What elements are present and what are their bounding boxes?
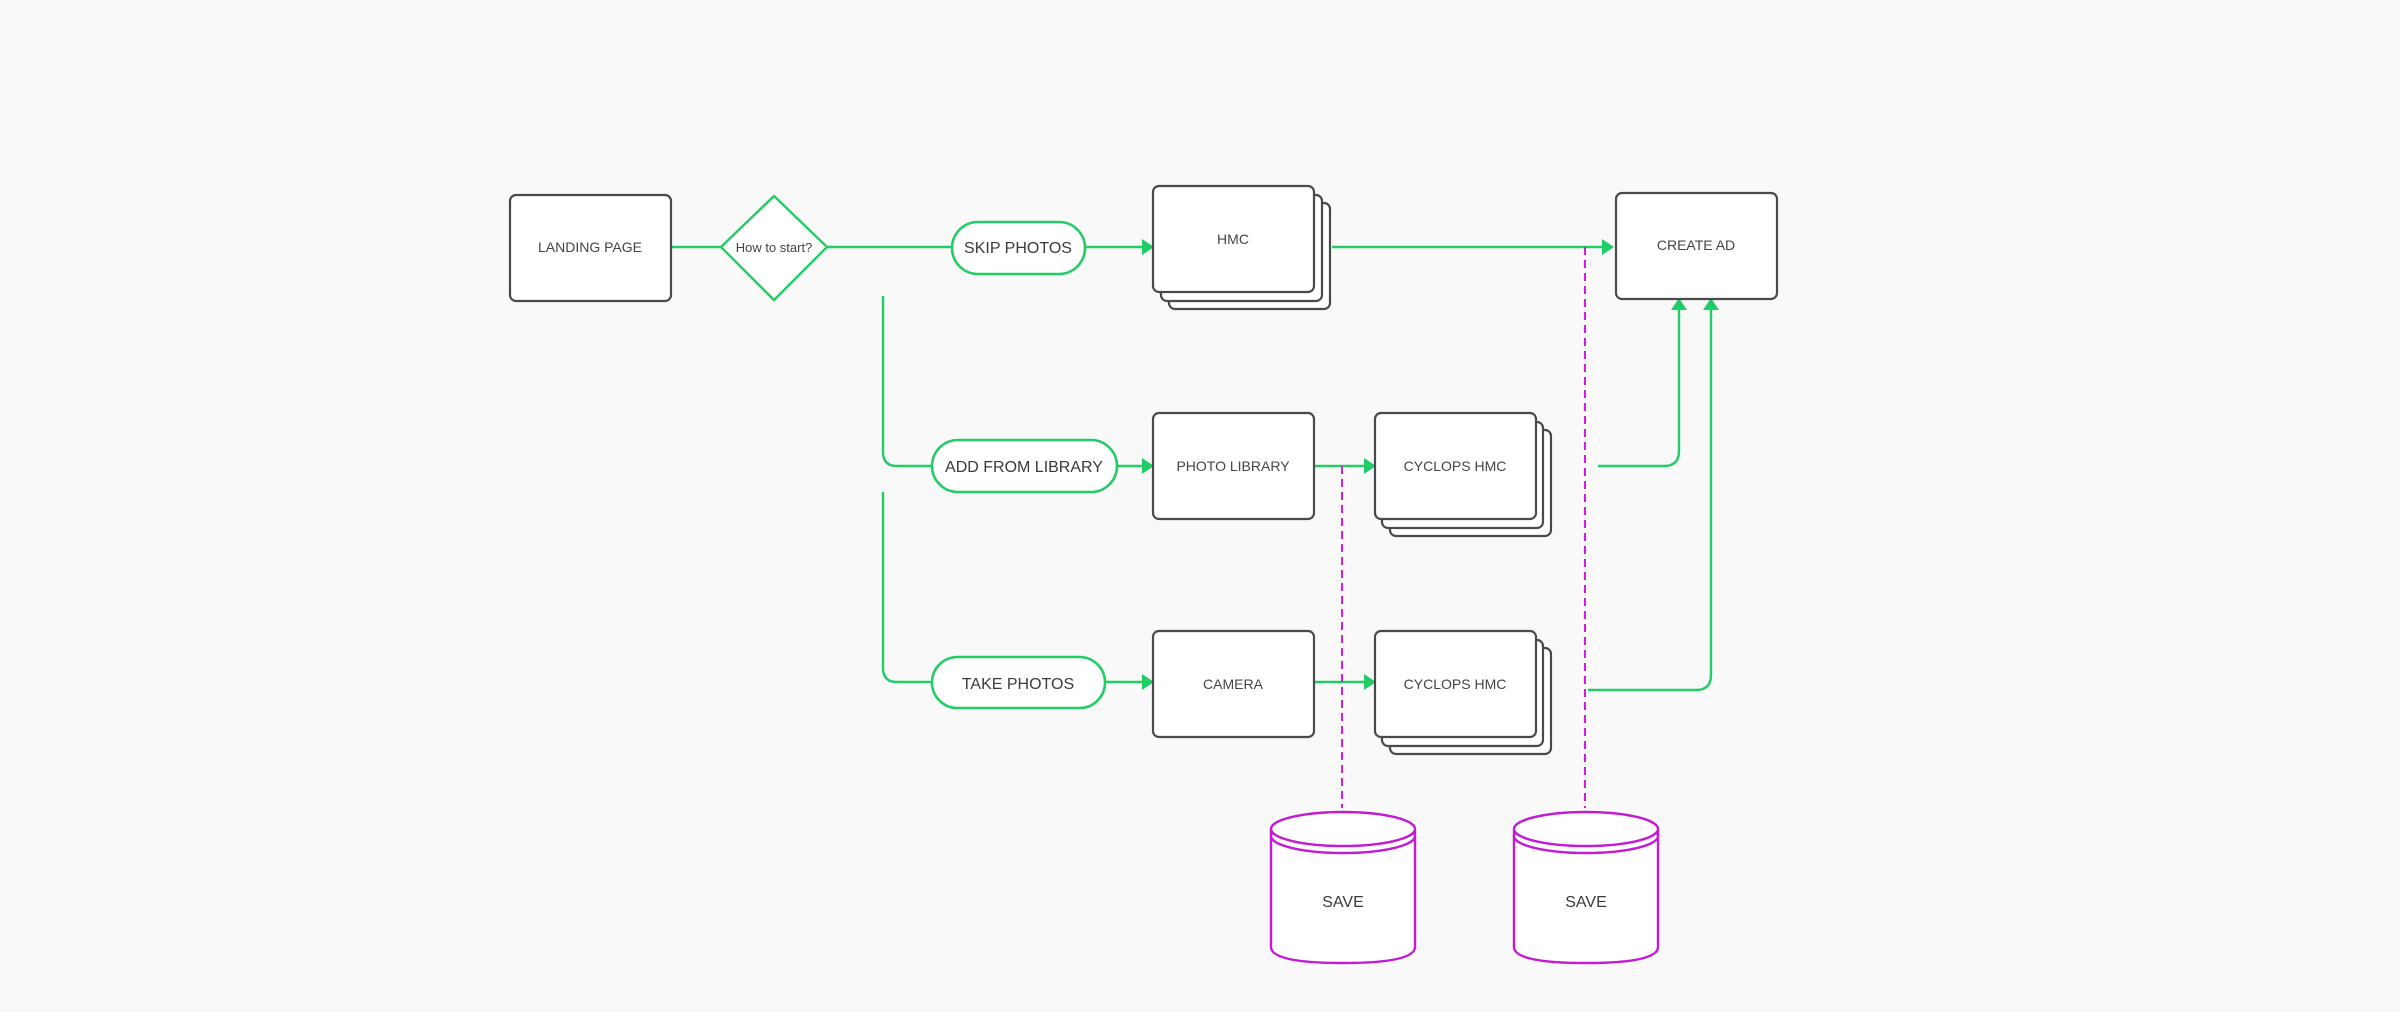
connector-cyclops2-to-create-ad	[1588, 310, 1713, 692]
cyclops-hmc-1-label: CYCLOPS HMC	[1404, 458, 1507, 474]
add-from-library-label: ADD FROM LIBRARY	[945, 459, 1103, 476]
take-photos-pill: TAKE PHOTOS	[930, 655, 1107, 710]
save-2-label: SAVE	[1565, 894, 1607, 911]
cyclops-hmc-2-label: CYCLOPS HMC	[1404, 676, 1507, 692]
save-database-1: SAVE	[1269, 810, 1417, 965]
arrow-cyclops2	[1364, 674, 1376, 690]
add-from-library-pill: ADD FROM LIBRARY	[930, 438, 1119, 494]
save-database-2: SAVE	[1512, 810, 1660, 965]
landing-page-label: LANDING PAGE	[538, 239, 642, 255]
decision-label: How to start?	[736, 240, 813, 255]
cyclops-hmc-node-2: CYCLOPS HMC	[1373, 629, 1553, 756]
connector-decision-to-library	[881, 296, 932, 468]
arrow-camera	[1142, 674, 1154, 690]
decision-node: How to start?	[719, 194, 829, 302]
arrow-cyclops1	[1364, 458, 1376, 474]
hmc-label: HMC	[1217, 231, 1249, 247]
connector-decision-to-take	[881, 492, 932, 684]
cyclops-hmc-node-1: CYCLOPS HMC	[1373, 411, 1553, 538]
camera-label: CAMERA	[1203, 676, 1264, 692]
arrow-hmc	[1142, 239, 1154, 255]
connector-cyclops1-to-create-ad	[1598, 310, 1681, 468]
save-1-label: SAVE	[1322, 894, 1364, 911]
save-links	[1341, 247, 1586, 808]
skip-photos-label: SKIP PHOTOS	[964, 240, 1072, 257]
hmc-node: HMC	[1151, 184, 1332, 311]
flow-connectors	[672, 245, 1713, 692]
take-photos-label: TAKE PHOTOS	[962, 676, 1074, 693]
skip-photos-pill: SKIP PHOTOS	[950, 220, 1087, 276]
photo-library-label: PHOTO LIBRARY	[1176, 458, 1290, 474]
create-ad-label: CREATE AD	[1657, 237, 1735, 253]
arrow-up-create-ad-1	[1671, 298, 1687, 310]
create-ad-node: CREATE AD	[1614, 191, 1779, 301]
arrowheads	[1142, 239, 1719, 690]
landing-page-node: LANDING PAGE	[508, 193, 673, 303]
photo-library-node: PHOTO LIBRARY	[1151, 411, 1316, 521]
arrow-create-ad	[1602, 239, 1614, 255]
arrow-photo-library	[1142, 458, 1154, 474]
arrow-up-create-ad-2	[1703, 298, 1719, 310]
camera-node: CAMERA	[1151, 629, 1316, 739]
